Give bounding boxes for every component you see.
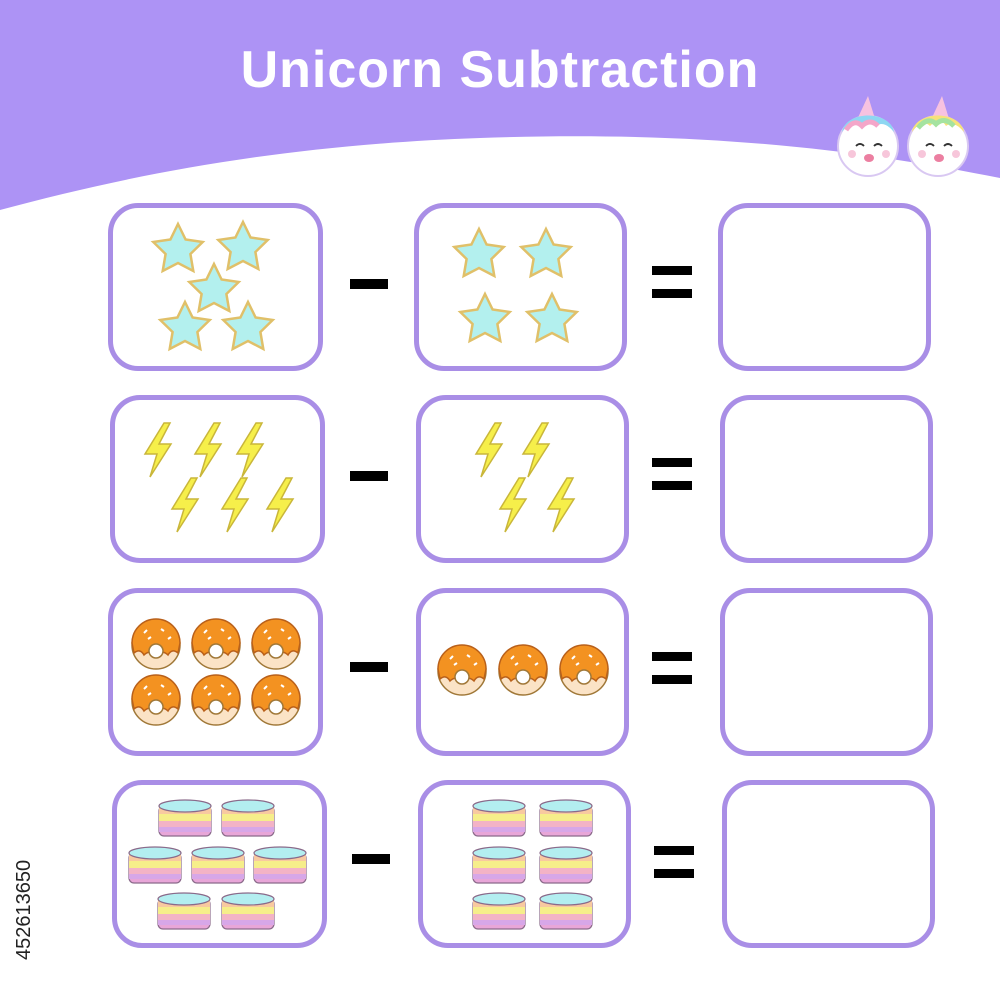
lightning-bolt-icon: [475, 422, 503, 478]
lightning-bolt-icon: [499, 477, 527, 533]
lightning-bolt-icon: [547, 477, 575, 533]
lightning-bolt-icon: [522, 422, 550, 478]
macaron-group: [472, 799, 593, 930]
subtrahend-box: [416, 588, 629, 756]
equals-sign: [654, 846, 694, 880]
macaron-icon: [158, 799, 212, 837]
star-icon: [459, 292, 511, 343]
star-icon: [453, 227, 505, 278]
star-icon: [217, 220, 269, 271]
minus-sign: [350, 471, 388, 481]
lightning-group: [144, 422, 294, 533]
donut-group: [131, 618, 301, 726]
star-icon: [188, 262, 240, 313]
answer-box[interactable]: [718, 203, 931, 371]
header-banner: [0, 0, 1000, 210]
macaron-icon: [157, 892, 211, 930]
stock-id-watermark: 452613650: [13, 860, 35, 960]
macaron-icon: [539, 799, 593, 837]
lightning-bolt-icon: [171, 477, 199, 533]
equals-sign: [652, 652, 692, 686]
minuend-box: [108, 588, 323, 756]
donut-icon: [251, 618, 301, 670]
answer-box[interactable]: [720, 395, 933, 563]
minuend-box: [108, 203, 323, 371]
macaron-icon: [472, 892, 526, 930]
equals-sign: [652, 266, 692, 300]
donut-icon: [437, 644, 487, 696]
subtrahend-box: [416, 395, 629, 563]
donut-icon: [251, 674, 301, 726]
lightning-bolt-icon: [236, 422, 264, 478]
star-icon: [526, 292, 578, 343]
macaron-icon: [539, 892, 593, 930]
star-group: [453, 227, 578, 343]
macaron-icon: [128, 846, 182, 884]
macaron-icon: [221, 799, 275, 837]
donut-icon: [131, 618, 181, 670]
star-icon: [520, 227, 572, 278]
subtrahend-box: [418, 780, 631, 948]
macaron-icon: [253, 846, 307, 884]
macaron-icon: [539, 846, 593, 884]
macaron-icon: [472, 846, 526, 884]
lightning-bolt-icon: [221, 477, 249, 533]
minuend-box: [112, 780, 327, 948]
lightning-bolt-icon: [144, 422, 172, 478]
page-title: Unicorn Subtraction: [240, 41, 760, 99]
lightning-group: [475, 422, 575, 533]
equals-sign: [652, 458, 692, 492]
donut-icon: [191, 674, 241, 726]
svg-text:452613650: 452613650: [13, 860, 35, 960]
macaron-group: [128, 799, 307, 930]
answer-box[interactable]: [722, 780, 935, 948]
donut-icon: [191, 618, 241, 670]
donut-group: [437, 644, 609, 696]
donut-icon: [498, 644, 548, 696]
star-group: [152, 220, 274, 351]
star-icon: [222, 300, 274, 351]
minus-sign: [352, 854, 390, 864]
unicorn-mascot-icon: [837, 96, 969, 177]
macaron-icon: [191, 846, 245, 884]
answer-box[interactable]: [720, 588, 933, 756]
minuend-box: [110, 395, 325, 563]
lightning-bolt-icon: [266, 477, 294, 533]
minus-sign: [350, 279, 388, 289]
lightning-bolt-icon: [194, 422, 222, 478]
donut-icon: [131, 674, 181, 726]
subtrahend-box: [414, 203, 627, 371]
macaron-icon: [221, 892, 275, 930]
macaron-icon: [472, 799, 526, 837]
donut-icon: [559, 644, 609, 696]
star-icon: [152, 222, 204, 273]
minus-sign: [350, 662, 388, 672]
